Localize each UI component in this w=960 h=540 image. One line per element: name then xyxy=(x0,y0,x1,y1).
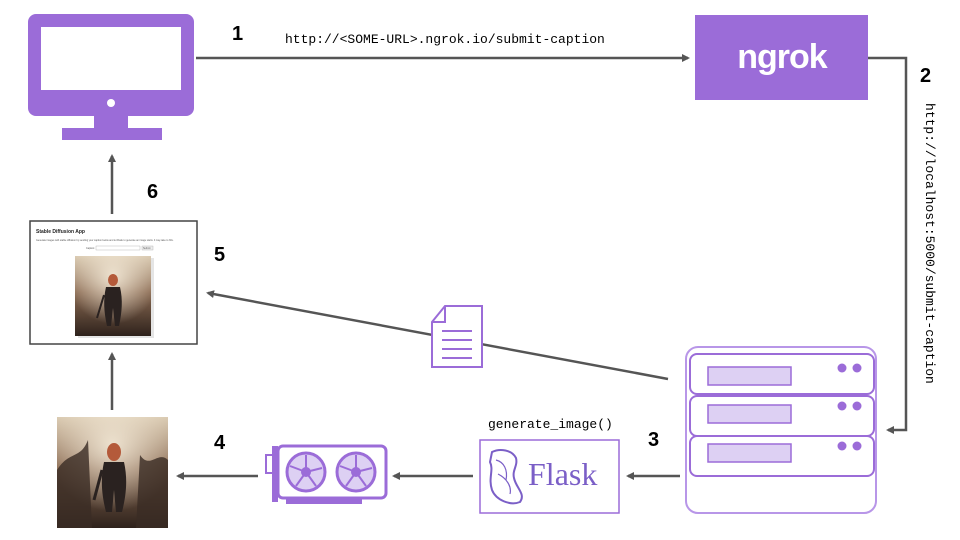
public-url-label: http://<SOME-URL>.ngrok.io/submit-captio… xyxy=(285,32,605,47)
step-3-label: 3 xyxy=(648,429,659,451)
generated-image xyxy=(57,417,168,528)
app-screenshot-caption-input xyxy=(95,245,141,251)
monitor-icon xyxy=(28,14,194,140)
ngrok-logo: ngrok xyxy=(695,15,868,100)
flask-horn-icon xyxy=(488,449,523,505)
app-screenshot-submit-button xyxy=(141,245,154,251)
app-screenshot-caption-label: Caption: xyxy=(86,247,95,250)
document-icon xyxy=(431,305,483,368)
app-screenshot: Stable Diffusion App Generate images wit… xyxy=(29,220,198,345)
flask-logo: Flask xyxy=(479,439,620,514)
ngrok-logo-text: ngrok xyxy=(737,38,828,76)
flask-logo-text: Flask xyxy=(528,456,597,492)
arrow-2 xyxy=(868,56,908,434)
gpu-card-icon xyxy=(265,444,388,504)
app-screenshot-submit-label: Submit xyxy=(143,247,151,250)
function-call-label: generate_image() xyxy=(488,417,613,432)
app-screenshot-title: Stable Diffusion App xyxy=(36,229,85,235)
step-6-label: 6 xyxy=(147,181,158,203)
step-5-label: 5 xyxy=(214,244,225,266)
step-1-label: 1 xyxy=(232,23,243,45)
server-stack-icon xyxy=(685,346,877,514)
step-2-label: 2 xyxy=(920,65,931,87)
app-screenshot-description: Generate images with stable diffusion by… xyxy=(36,239,174,242)
local-url-label: http://localhost:5000/submit-caption xyxy=(922,103,937,384)
step-4-label: 4 xyxy=(214,432,226,454)
